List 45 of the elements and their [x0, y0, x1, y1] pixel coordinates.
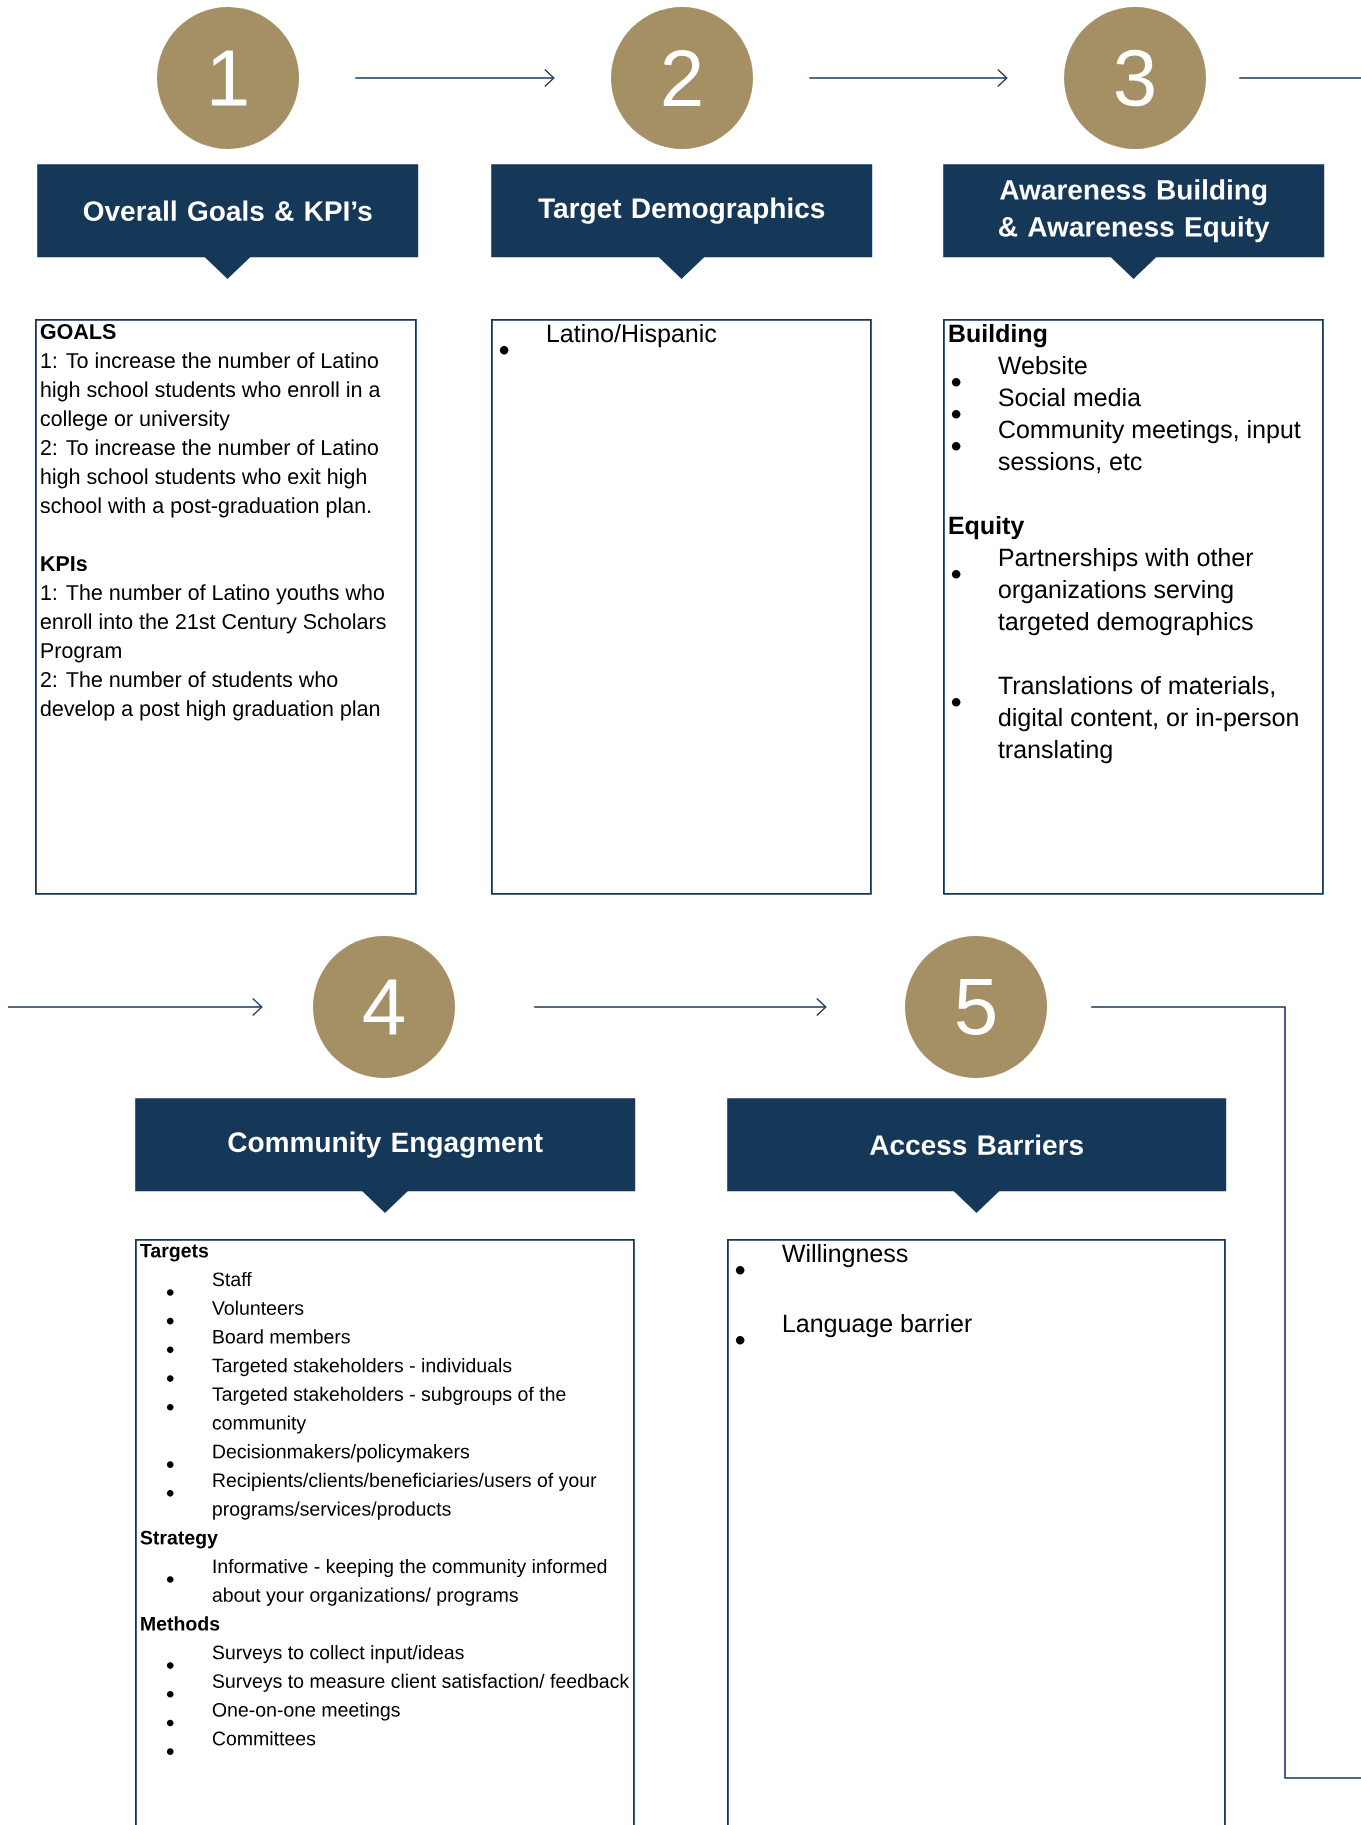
content-box	[943, 319, 1324, 895]
header-banner: Access Barriers	[727, 1098, 1227, 1213]
content-box	[491, 319, 872, 895]
list-item: Volunteers	[212, 1300, 304, 1315]
header-banner: Target Demographics	[491, 164, 873, 279]
list-item: Recipients/clients/beneficiaries/users of your programs/services/products	[213, 1472, 597, 1520]
list-item: Staff	[212, 1271, 252, 1287]
list-item: Targeted stakeholders - individuals	[212, 1358, 512, 1377]
list-item: Willingness	[782, 1243, 908, 1268]
arrow	[7, 997, 263, 1017]
list-item: Community meetings, input sessions, etc	[998, 419, 1301, 474]
list-item: Latino/Hispanic	[547, 323, 717, 348]
list-item: Targeted stakeholders - subgroups of the community	[212, 1386, 566, 1434]
list-item: Surveys to measure client satisfaction/ feedback	[212, 1673, 630, 1692]
list-item: Committees	[212, 1731, 316, 1746]
header-banner: Awareness Building & Awareness Equity	[943, 164, 1325, 279]
body-text: 1: To increase the number of Latino high school students who enroll in a college or university	[40, 352, 381, 431]
section-heading: KPIs	[41, 556, 87, 572]
content-box	[135, 1239, 635, 1825]
list-item: Translations of materials, digital content, or in-person translating	[998, 675, 1298, 764]
body-text: 2: To increase the number of Latino high school students who exit high school with a post-graduation plan.	[40, 439, 378, 518]
section-heading: Targets	[140, 1243, 209, 1262]
list-item: Board members	[213, 1329, 350, 1344]
list-item: Surveys to collect input/ideas	[212, 1645, 464, 1664]
header-banner: Overall Goals & KPI’s	[37, 164, 419, 279]
body-text: 2: The number of students who develop a post high graduation plan	[40, 671, 380, 721]
list-item: Decisionmakers/policymakers	[213, 1444, 470, 1463]
section-heading: Building	[949, 323, 1047, 348]
list-item: One-on-one meetings	[212, 1702, 400, 1721]
section-heading: Equity	[949, 515, 1025, 540]
section-heading: Methods	[141, 1616, 220, 1631]
arrow	[808, 68, 1008, 88]
list-item: Social media	[999, 387, 1141, 407]
list-item: Partnerships with other organizations serving targeted demographics	[998, 547, 1254, 636]
header-banner: Community Engagment	[135, 1098, 636, 1213]
list-item: Informative - keeping the community informed about your organizations/ programs	[212, 1558, 607, 1606]
section-heading: Strategy	[140, 1530, 218, 1549]
section-heading: GOALS	[40, 323, 116, 340]
arrow	[354, 68, 555, 88]
list-item: Website	[998, 355, 1087, 375]
body-text: 1: The number of Latino youths who enroll into the 21st Century Scholars Program	[40, 584, 386, 663]
list-item: Language barrier	[783, 1313, 972, 1338]
content-box	[35, 319, 417, 895]
content-box	[727, 1239, 1226, 1825]
arrow	[533, 997, 827, 1017]
